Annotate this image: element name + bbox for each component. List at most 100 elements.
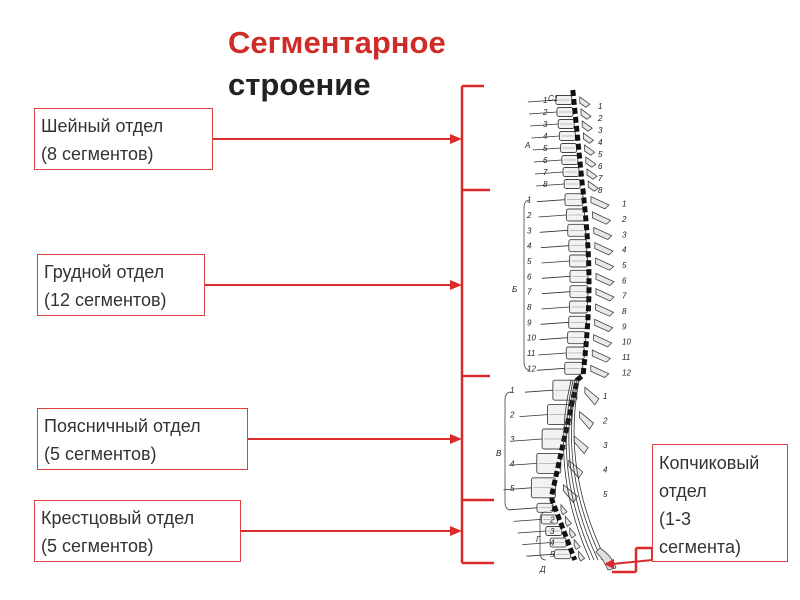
lumbar-spinous-process — [573, 435, 589, 455]
cauda-equina — [568, 379, 599, 561]
sacral-spinous-process — [573, 538, 581, 551]
spinal-nerve — [508, 507, 537, 511]
cervical-number: 2 — [542, 108, 548, 117]
thoracic-spinous-process — [594, 242, 614, 256]
cervical-number-right: 1 — [598, 102, 602, 111]
lumbar-number-right: 1 — [603, 392, 607, 401]
region-letter: А — [524, 141, 530, 150]
spinal-nerve — [519, 414, 548, 417]
cervical-number: 8 — [543, 180, 548, 189]
thoracic-number-right: 7 — [622, 292, 627, 301]
region-letter: В — [496, 449, 502, 458]
sacral-spinous-process — [569, 526, 577, 539]
spinal-nerve — [539, 229, 568, 233]
spinal-nerve — [538, 214, 567, 218]
section-arrowhead — [450, 280, 462, 290]
section-name: Крестцовый отдел — [41, 508, 195, 528]
cervical-spinous-process — [587, 180, 599, 192]
sacral-number: 4 — [550, 539, 555, 548]
spinal-nerve — [524, 389, 553, 393]
section-box-sacral: Крестцовый отдел (5 сегментов) — [34, 500, 241, 562]
lumbar-number-right: 4 — [603, 465, 608, 474]
thoracic-number-right: 4 — [622, 246, 627, 255]
spinal-nerve — [541, 275, 570, 279]
spinal-nerve — [533, 159, 562, 163]
thoracic-number: 7 — [527, 288, 532, 297]
lumbar-number-right: 3 — [603, 441, 608, 450]
lumbar-number: 4 — [510, 459, 515, 468]
section-count-cont: сегмента) — [659, 537, 741, 557]
section-arrowhead — [450, 134, 462, 144]
section-count: (12 сегментов) — [44, 290, 167, 310]
cervical-spinous-process — [583, 132, 595, 144]
cervical-number: 3 — [543, 120, 548, 129]
spinal-nerve — [536, 183, 565, 187]
title-line-2: строение — [228, 67, 371, 102]
thoracic-spinous-process — [591, 349, 611, 363]
spinal-nerve — [527, 99, 556, 103]
section-box-cervical: Шейный отдел (8 сегментов) — [34, 108, 213, 170]
thoracic-number-right: 5 — [622, 261, 627, 270]
coccygeal-arrowhead — [604, 559, 614, 569]
title-line-1: Сегментарное — [228, 25, 446, 60]
cervical-number-right: 2 — [597, 114, 603, 123]
thoracic-number: 8 — [527, 303, 532, 312]
section-name: Поясничный отдел — [44, 416, 201, 436]
coccygeal-arrow — [611, 559, 653, 565]
thoracic-number: 3 — [527, 226, 532, 235]
cervical-number-right: 7 — [598, 174, 603, 183]
vertebra-labels: 1234567812345678123456789101112123456789… — [496, 94, 631, 574]
cervical-spinous-process — [580, 108, 592, 120]
thoracic-number-right: 10 — [622, 338, 631, 347]
atlas-label: С1 — [548, 94, 558, 103]
section-count: (5 сегментов) — [44, 444, 157, 464]
thoracic-number: 10 — [527, 334, 536, 343]
section-count: (1-3 — [659, 509, 692, 529]
spinal-nerve — [536, 199, 566, 203]
thoracic-number: 1 — [527, 196, 531, 205]
section-arrowhead — [450, 434, 462, 444]
spinal-nerve — [534, 171, 564, 175]
cauda-equina — [563, 379, 591, 561]
spinal-nerve — [530, 123, 559, 127]
section-arrows — [205, 134, 462, 536]
thoracic-number-right: 11 — [622, 353, 630, 362]
cervical-number-right: 8 — [598, 186, 603, 195]
sacral-number: 5 — [550, 550, 555, 559]
spinal-nerve — [528, 111, 558, 115]
lumbar-number-right: 5 — [603, 490, 608, 499]
spinal-nerve — [541, 260, 570, 264]
spinal-nerve — [532, 147, 561, 151]
sacral-number: 1 — [550, 504, 554, 513]
spinal-nerve — [522, 542, 551, 545]
thoracic-number: 12 — [527, 364, 536, 373]
cervical-spinous-process — [581, 120, 593, 132]
cervical-spinous-process — [584, 144, 596, 156]
section-box-lumbar: Поясничный отдел (5 сегментов) — [37, 408, 248, 470]
lumbar-spinous-process — [579, 410, 595, 430]
thoracic-number: 5 — [527, 257, 532, 266]
spinal-nerve — [540, 321, 569, 325]
spinal-nerve — [503, 487, 532, 491]
cervical-number-right: 6 — [598, 162, 603, 171]
thoracic-spinous-process — [592, 211, 612, 225]
thoracic-number-right: 12 — [622, 368, 631, 377]
thoracic-spinous-process — [590, 196, 610, 210]
section-arrowhead — [450, 526, 462, 536]
lumbar-number-right: 2 — [602, 417, 608, 426]
sacral-spinous-process — [578, 550, 586, 562]
sacral-number: 2 — [549, 515, 555, 524]
spinal-nerve — [508, 463, 537, 466]
region-brace — [504, 391, 512, 511]
section-name: Грудной отдел — [44, 262, 165, 282]
thoracic-spinous-process — [594, 318, 614, 333]
lumbar-number: 3 — [510, 435, 515, 444]
cauda-equina — [565, 379, 595, 561]
section-count: (5 сегментов) — [41, 536, 154, 556]
cervical-spinous-process — [586, 168, 598, 180]
thoracic-number: 2 — [526, 211, 532, 220]
cervical-spinous-process — [579, 96, 591, 108]
thoracic-number: 6 — [527, 272, 532, 281]
cervical-spinous-process — [585, 156, 597, 168]
